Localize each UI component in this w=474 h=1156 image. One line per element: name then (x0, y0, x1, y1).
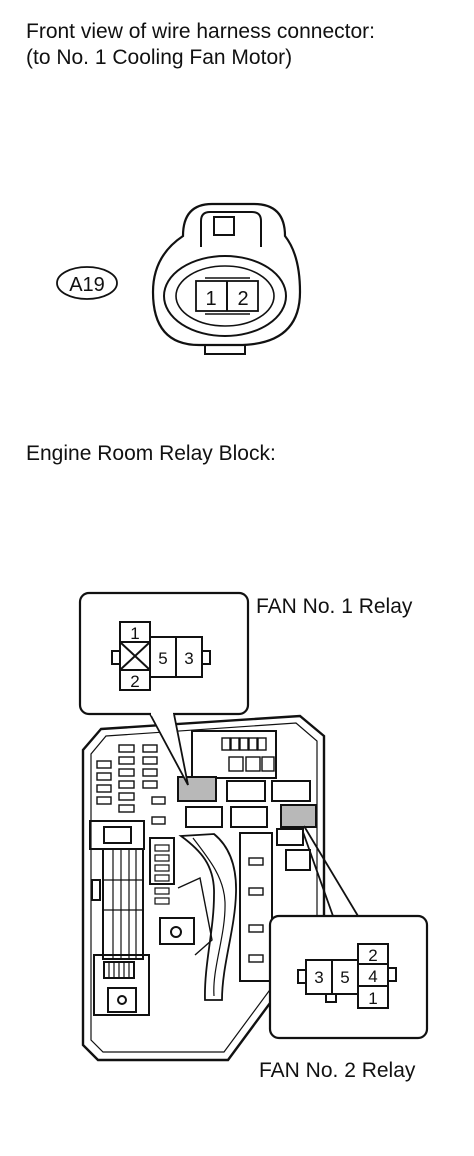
fan1-cross-b (119, 641, 151, 671)
connector-code-oval (56, 266, 118, 300)
right-fuses (248, 857, 264, 963)
relay-socket (271, 780, 311, 802)
fan2-leader-line-b (302, 831, 334, 917)
relay-socket (185, 806, 223, 828)
harness-bundle (178, 833, 237, 1001)
connector-code: A19 (69, 274, 105, 296)
fan2-leader-line-a (303, 825, 359, 917)
fan2-side-tab-right (387, 967, 397, 982)
connector-socket (93, 954, 150, 1016)
fan1-side-tab-left (111, 650, 121, 665)
fan2-relay-callout: 3 5 2 4 1 (268, 825, 429, 1040)
connector-pins (108, 962, 130, 978)
fan1-side-tab-right (201, 650, 211, 665)
fan1-relay-callout: 1 2 5 3 (78, 591, 250, 786)
connector-stack-lines (103, 849, 143, 959)
fan1-terminal-3: 3 (184, 649, 193, 668)
connector-socket (159, 917, 195, 945)
relay-socket (230, 806, 268, 828)
fan1-leader (149, 713, 189, 786)
fan2-terminal-2: 2 (368, 946, 377, 965)
connector-socket (102, 848, 144, 960)
fan1-terminal-1: 1 (130, 624, 139, 643)
connector-outer-ring (163, 255, 287, 337)
connector-pin-2: 2 (237, 288, 248, 310)
fuse-stack (154, 844, 170, 905)
fan2-terminal-1: 1 (368, 989, 377, 1008)
connector-pin-1: 1 (205, 288, 216, 310)
fan2-relay-label: FAN No. 2 Relay (259, 1059, 416, 1082)
fan2-terminal-bottom (357, 985, 389, 1009)
fan1-terminal-bottom (119, 669, 151, 691)
fuse-holder (239, 832, 273, 982)
fan2-relay-socket (280, 804, 317, 828)
fan1-terminal-2: 2 (130, 672, 139, 691)
connector-caption-line1: Front view of wire harness connector: (26, 20, 375, 43)
fuse-module (191, 730, 277, 779)
relay-block (81, 714, 326, 1062)
relay-socket (226, 780, 266, 802)
fuse-columns (96, 744, 166, 825)
connector-housing (151, 202, 302, 347)
connector-socket (89, 820, 145, 850)
relay-block-caption: Engine Room Relay Block: (26, 442, 276, 465)
fan2-side-tab-left (297, 969, 307, 984)
connector-bottom-tab (204, 344, 246, 355)
connector-inner-ring (175, 265, 275, 327)
fan2-terminal-4: 4 (368, 967, 377, 986)
connector-caption-line2: (to No. 1 Cooling Fan Motor) (26, 46, 293, 69)
connector-lock-frame (200, 211, 262, 247)
fan2-bottom-tab (325, 993, 337, 1003)
relay-block-outline (81, 714, 326, 1062)
connector-socket (107, 987, 137, 1013)
fan2-terminal-5: 5 (340, 968, 349, 987)
connector-a19: A19 1 2 (56, 202, 302, 355)
connector-socket (149, 837, 175, 885)
connector-socket (91, 879, 101, 901)
harness-bundle (177, 876, 213, 956)
relay-socket (285, 849, 311, 871)
mounting-bolt (117, 995, 127, 1005)
connector-lock-tab (213, 216, 235, 236)
fan2-terminal-3: 3 (314, 968, 323, 987)
relay-socket (276, 828, 304, 846)
connector-socket (103, 826, 132, 844)
harness-bundle (192, 837, 226, 997)
fan1-terminal-5: 5 (158, 649, 167, 668)
fan1-relay-label: FAN No. 1 Relay (256, 595, 413, 618)
mini-fuses (221, 737, 275, 772)
mounting-bolt (170, 926, 182, 938)
fan1-relay-socket (177, 776, 217, 802)
